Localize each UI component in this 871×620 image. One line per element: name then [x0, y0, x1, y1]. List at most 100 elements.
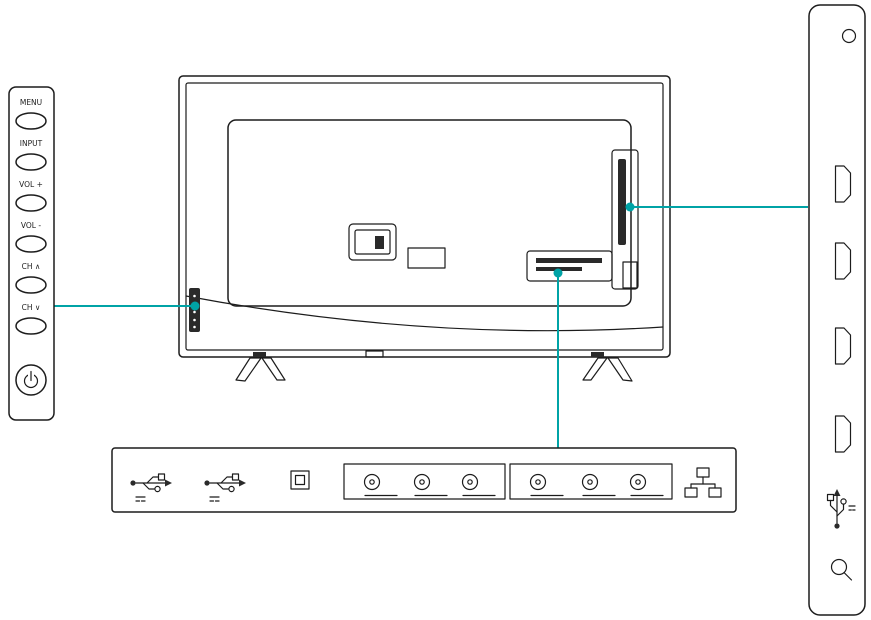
callouts — [54, 202, 808, 448]
rca-jack-pin — [369, 479, 375, 485]
rca-jack-pin — [419, 479, 425, 485]
usb-branch-down — [142, 482, 155, 490]
volume-down-button-label: VOL - — [21, 221, 41, 230]
power-icon — [23, 370, 39, 389]
tv-outer-frame — [178, 75, 671, 358]
usb-base-dot — [204, 480, 210, 486]
side-strip-dot — [193, 325, 196, 329]
volume-down-button — [15, 235, 47, 253]
volume-up-button — [15, 194, 47, 212]
headphone-slash — [843, 572, 853, 581]
side-ports-panel-frame — [808, 4, 866, 616]
side-slot-opening — [618, 159, 626, 245]
rca-jack-icon — [581, 473, 599, 491]
side-strip-dot — [193, 310, 196, 314]
rca-jack-icon — [363, 473, 381, 491]
rca-group-frame — [509, 463, 673, 500]
input-button-label: INPUT — [20, 139, 43, 148]
tv-back-panel — [227, 119, 632, 307]
tv-rear-view — [178, 75, 671, 382]
usb-branch-circle — [840, 498, 847, 505]
power-button-ring — [15, 364, 47, 396]
menu-button — [15, 112, 47, 130]
headphone-jack-icon — [830, 558, 853, 581]
channel-up-button — [15, 276, 47, 294]
rca-jack-group — [509, 463, 673, 500]
bottom-ports-panel — [111, 447, 737, 513]
side-strip-dot — [193, 318, 196, 322]
control-panel: MENU INPUT VOL + VOL - CH ∧ CH ∨ — [8, 86, 55, 421]
usb-branch-square — [826, 493, 835, 502]
rca-jack-pin — [635, 479, 641, 485]
rca-jack-pin — [587, 479, 593, 485]
hdmi-port-icon — [834, 415, 852, 453]
inlet-outer — [348, 223, 397, 261]
tv-bottom-curve — [185, 295, 664, 332]
lan-node-top — [696, 467, 710, 478]
usb-branch-left — [829, 499, 838, 513]
hdmi-port-icon — [834, 327, 852, 365]
usb-branch-circle — [228, 485, 235, 493]
usb-branch-square — [231, 473, 240, 481]
usb-arrow — [165, 479, 172, 487]
side-slot-frame — [611, 149, 639, 290]
rca-jack-icon — [629, 473, 647, 491]
control-panel-frame — [8, 86, 55, 421]
tv-power-inlet — [348, 223, 397, 261]
optical-outer-square — [290, 470, 310, 490]
menu-button-label: MENU — [20, 98, 42, 107]
usb-branch-circle — [154, 485, 161, 493]
hdmi-port-icon — [834, 165, 852, 203]
tv-side-connector-slot — [611, 149, 639, 290]
usb-branch-down — [216, 482, 229, 490]
center-notch — [365, 350, 384, 358]
headphone-ring — [830, 558, 848, 576]
rca-jack-group — [343, 463, 506, 500]
side-ports-panel — [808, 4, 866, 616]
usb-branch-right — [836, 503, 845, 517]
rca-jack-pin — [467, 479, 473, 485]
rca-group-frame — [343, 463, 506, 500]
tv-stand-foot-left — [235, 357, 286, 382]
foot-blade — [582, 357, 608, 381]
tv-inner-frame — [185, 82, 664, 351]
bottom-recess-frame — [526, 250, 613, 282]
inlet-inner — [354, 229, 391, 255]
screw-hole-icon — [841, 28, 857, 44]
callout-dot-side-ports — [625, 202, 635, 212]
usb-branch-up — [220, 476, 234, 484]
callout-dot-control-panel — [190, 301, 200, 311]
optical-audio-port-icon — [290, 470, 310, 490]
hdmi-port-icon — [834, 242, 852, 280]
rca-jack-pin — [535, 479, 541, 485]
tv-rating-label — [407, 247, 446, 269]
rca-jack-icon — [461, 473, 479, 491]
usb-arrow — [833, 489, 841, 496]
foot-blade — [235, 357, 262, 382]
optical-inner-square — [294, 474, 306, 486]
channel-down-button — [15, 317, 47, 335]
usb-arrow — [239, 479, 246, 487]
usb-branch-up — [146, 476, 160, 484]
power-button — [15, 364, 47, 396]
volume-up-button-label: VOL + — [19, 180, 43, 189]
foot-mount-right — [591, 352, 604, 357]
usb-port-icon — [130, 473, 172, 502]
foot-blade — [261, 357, 286, 381]
callout-dot-bottom-ports — [553, 268, 563, 278]
side-strip-dot — [193, 294, 196, 298]
channel-down-button-label: CH ∨ — [22, 303, 41, 312]
tv-small-connector — [622, 261, 638, 289]
usb-port-icon — [204, 473, 246, 502]
bottom-ports-panel-frame — [111, 447, 737, 513]
lan-port-icon — [684, 467, 722, 498]
foot-mount-left — [253, 352, 266, 357]
usb-base-dot — [130, 480, 136, 486]
lan-node-bottom — [684, 487, 698, 498]
usb-branch-square — [157, 473, 166, 481]
foot-blade — [607, 357, 633, 382]
bottom-recess-slot-1 — [536, 258, 602, 263]
lan-node-bottom — [708, 487, 722, 498]
